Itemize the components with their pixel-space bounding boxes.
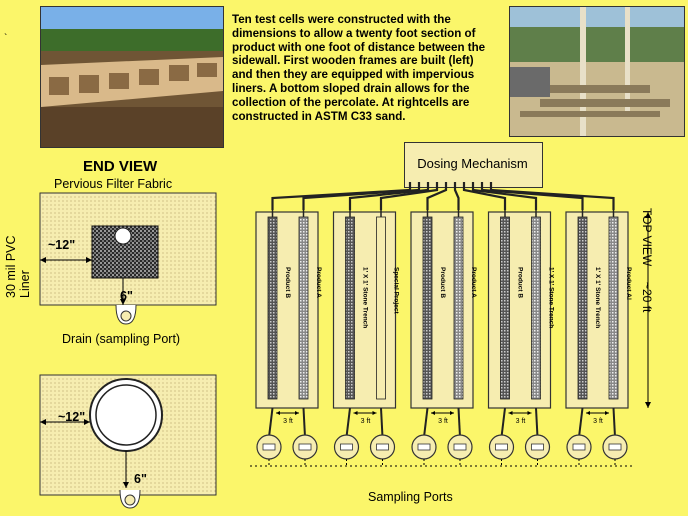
spacing-label: 3 ft (361, 418, 371, 425)
dosing-mechanism-label: Dosing Mechanism (417, 156, 528, 171)
strip-label: Special Project (393, 267, 400, 314)
strip-label: Product A (470, 267, 477, 298)
sand-cells-photo (509, 6, 685, 137)
length-text: ~20 ft (640, 282, 654, 313)
strip-label: Product A! (625, 267, 632, 300)
strip-label: Product A (315, 267, 322, 298)
test-cell: Product B 1' X 1' Stone Trench 3 ft (462, 182, 555, 466)
dim-bottom-label: 6" (120, 289, 133, 303)
test-cell: 1' X 1' Stone Trench Special Project 3 ft (332, 182, 439, 466)
dim-bottom-label-2: 6" (134, 472, 147, 486)
dim-side-label: ~12" (48, 238, 76, 252)
description-text: Ten test cells were constructed with the… (232, 13, 486, 123)
dim-side-label-2: ~12" (58, 410, 86, 424)
wooden-frames-photo (40, 6, 224, 148)
strip-label: 1' X 1' Stone Trench (548, 267, 555, 328)
dosing-mechanism-box (404, 142, 543, 188)
strip-label: Product B (517, 267, 524, 298)
strip-label: Product B (284, 267, 291, 298)
top-view-label: TOP VIEW (640, 208, 660, 278)
pipe-icon (114, 227, 132, 245)
spacing-label: 3 ft (438, 418, 448, 425)
strip-label: 1' X 1' Stone Trench (362, 267, 369, 328)
length-label: ~20 ft (640, 282, 660, 332)
end-view-diagram (39, 192, 217, 325)
liner-label-line1: 30 mil PVC (4, 235, 18, 298)
filter-fabric-label: Pervious Filter Fabric (54, 177, 173, 191)
drain-label: Drain (sampling Port) (62, 332, 181, 346)
test-cell: Product B Product A 3 ft (255, 182, 421, 466)
end-view-diagram-2 (39, 374, 217, 509)
strip-label: Product B (439, 267, 446, 298)
stray-mark: ` (4, 33, 8, 44)
spacing-label: 3 ft (593, 418, 603, 425)
strip-label: 1' X 1' Stone Trench (594, 267, 601, 328)
spacing-label: 3 ft (283, 418, 293, 425)
test-cell: Product B Product A 3 ft (410, 182, 477, 466)
sampling-ports-label: Sampling Ports (368, 490, 453, 504)
end-view-title: END VIEW (83, 158, 158, 175)
test-cell: 1' X 1' Stone Trench Product A! 3 ft (480, 182, 632, 466)
top-view-text: TOP VIEW (640, 208, 654, 267)
spacing-label: 3 ft (516, 418, 526, 425)
